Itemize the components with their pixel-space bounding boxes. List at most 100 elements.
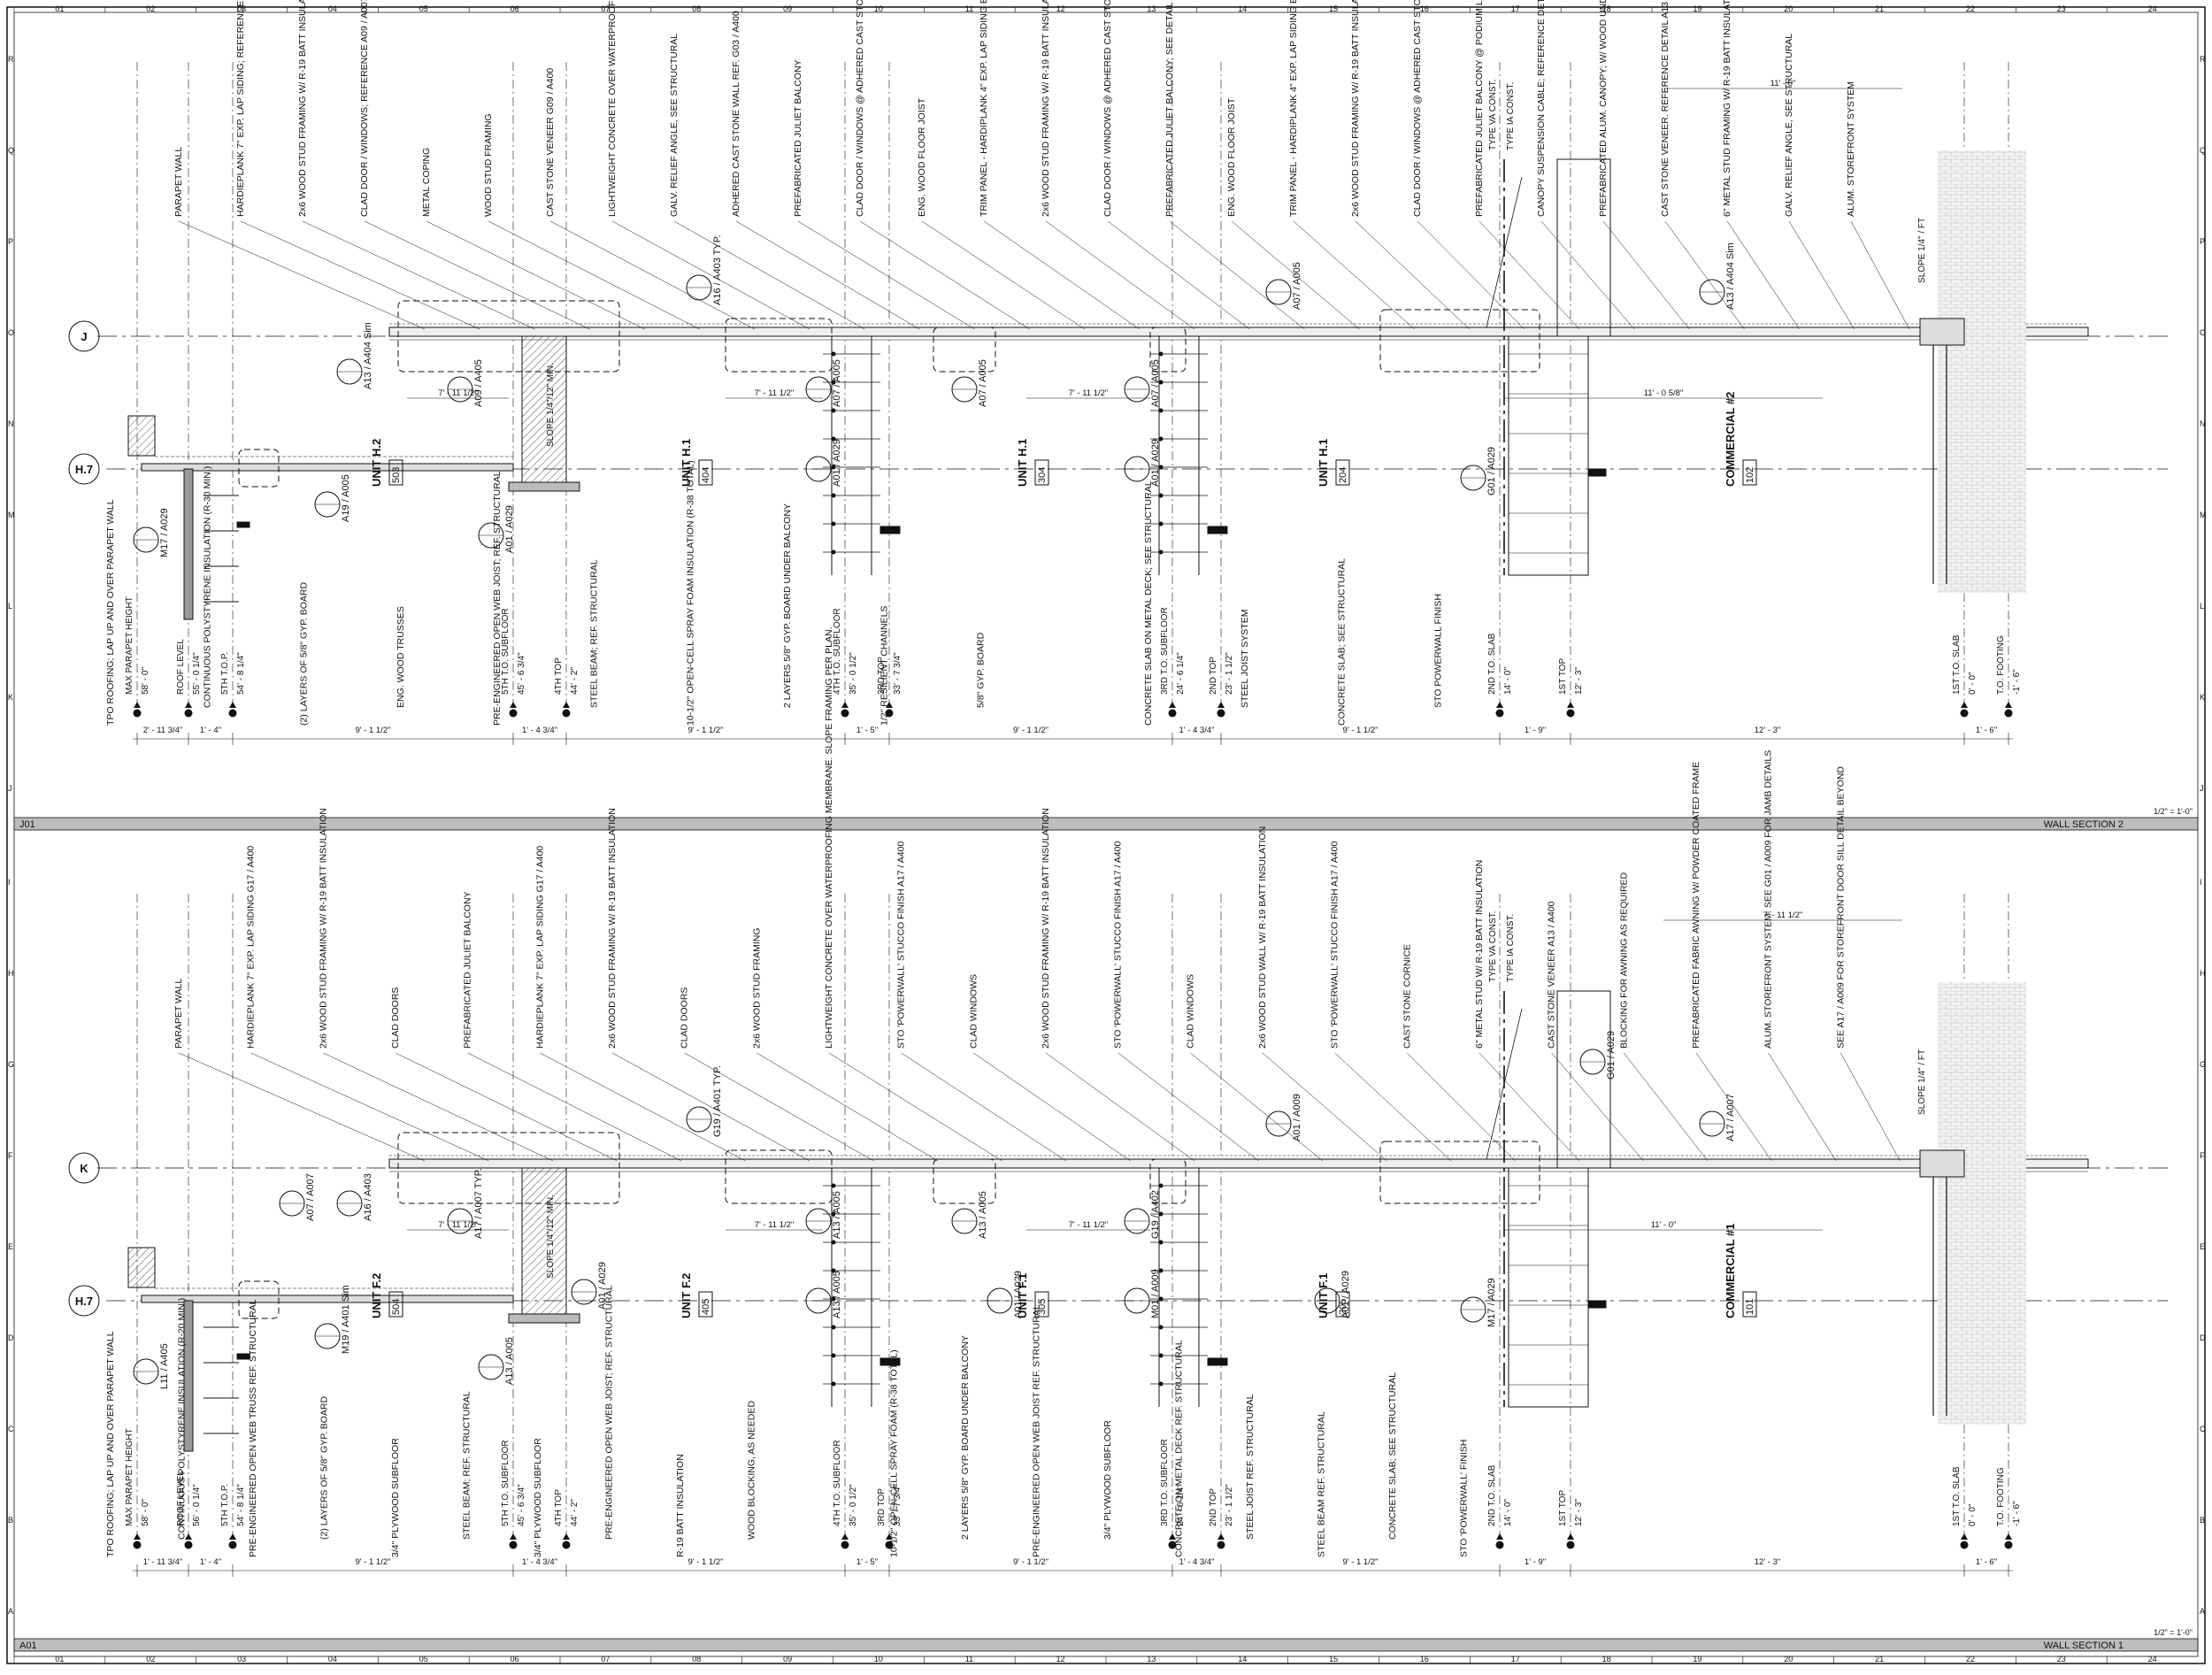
leader-line: [1850, 220, 1910, 330]
joist-anchor: [1158, 465, 1164, 470]
level-elevation: 35' - 0 1/2": [849, 1484, 858, 1526]
grid-column-label: 13: [1147, 1655, 1156, 1663]
unit-number-box: [1034, 1291, 1049, 1318]
callout-note: (2) LAYERS OF 5/8" GYP. BOARD: [299, 582, 310, 726]
leader-line: [1293, 220, 1415, 330]
leader-line: [1118, 1052, 1259, 1162]
unit-name: COMMERCIAL #2: [1724, 392, 1737, 487]
level-target: [1217, 1541, 1225, 1549]
grid-row-label: I: [2200, 878, 2202, 887]
sheet-code: A01: [19, 1640, 37, 1651]
level-marker: [2005, 702, 2012, 708]
unit-number-box: [1335, 1291, 1350, 1318]
level-name: MAX PARAPET HEIGHT: [125, 596, 134, 695]
leader-line: [1840, 1052, 1901, 1162]
grid-column-label: 09: [783, 1655, 792, 1663]
joist-anchor: [1158, 493, 1164, 498]
dimension-text: 1' - 9": [1525, 1557, 1546, 1567]
level-name: MAX PARAPET HEIGHT: [125, 1428, 134, 1526]
callout-note: STEEL BEAM; REF. STRUCTURAL: [588, 559, 599, 708]
callout-note: 2x6 WOOD STUD FRAMING: [751, 927, 762, 1049]
grid-column-label: 02: [146, 4, 155, 13]
section-tag-label: A01 / A029: [1340, 1271, 1351, 1318]
joist-anchor: [1158, 351, 1164, 357]
grid-row-label: Q: [8, 146, 14, 155]
level-target: [841, 709, 849, 718]
grid-row-label: B: [2200, 1516, 2205, 1525]
section-tag-label: M17 / A029: [1486, 1278, 1497, 1327]
grid-row-label: A: [8, 1607, 13, 1616]
callout-note: 3/4" PLYWOOD SUBFLOOR: [390, 1438, 401, 1557]
callout-note: CLAD DOOR / WINDOWS @ ADHERED CAST STONE…: [1102, 0, 1113, 217]
dimension-text: 9' - 1 1/2": [687, 1557, 723, 1567]
level-elevation: 54' - 8 1/4": [236, 1484, 246, 1526]
grid-row-label: P: [8, 237, 13, 246]
unit-name: UNIT H.1: [1317, 439, 1330, 487]
canopy-cable: [1486, 1008, 1523, 1160]
section-tag-label: A13 / A404 Sim: [363, 322, 373, 389]
level-target: [1168, 1541, 1177, 1549]
section-tag-label: M19 / A401 Sim: [341, 1285, 351, 1354]
section-tag-label: A07 / A007: [305, 1173, 316, 1221]
unit-number-box: [388, 1291, 403, 1318]
unit-number: 204: [1338, 467, 1348, 483]
section-tag-label: A13 / A404 Sim: [1725, 242, 1736, 310]
joist-anchor: [831, 1296, 836, 1302]
leader-line: [1479, 220, 1580, 330]
grid-column-label: 12: [1056, 4, 1065, 13]
construction-type-label: TYPE IA CONST.: [1506, 914, 1516, 982]
leader-line: [1262, 1052, 1387, 1162]
callout-note: WOOD STUD FRAMING: [483, 113, 494, 217]
level-marker: [886, 1533, 893, 1540]
leader-line: [973, 1052, 1131, 1162]
callout-note: R-19 BATT INSULATION: [675, 1454, 686, 1557]
callout-note: CAST STONE VENEER. REFERENCE DETAIL A13 …: [1660, 0, 1671, 217]
level-marker: [841, 1533, 849, 1540]
beam-section: [1207, 1357, 1228, 1366]
grid-row-label: G: [2200, 1060, 2206, 1069]
sheet-border: [6, 6, 2206, 1664]
level-marker: [1217, 1533, 1225, 1540]
joist-anchor: [831, 1353, 836, 1358]
callout-note: GALV. RELIEF ANGLE, SEE STRUCTURAL: [669, 34, 680, 217]
leader-line: [1695, 1052, 1772, 1162]
joist-anchor: [831, 1381, 836, 1387]
grid-column-label: 03: [237, 4, 246, 13]
joist-anchor: [831, 1325, 836, 1330]
joist-anchor: [1158, 436, 1164, 442]
leader-line: [1540, 220, 1635, 330]
grid-bubble-label: J: [81, 330, 87, 343]
callout-note: PREFABRICATED JULIET BALCONY @ PODIUM LE…: [1474, 0, 1485, 217]
callout-note: STO 'POWERWALL' STUCCO FINISH A17 / A400: [1113, 841, 1124, 1049]
grid-row-label: I: [8, 878, 11, 887]
section-tag-label: M17 / A029: [159, 508, 170, 557]
callout-note: CAST STONE VENEER G09 / A400: [545, 68, 556, 217]
level-name: 4TH TOP: [554, 1489, 564, 1526]
grid-column-label: 22: [1966, 4, 1975, 13]
unit-number: 304: [1037, 467, 1048, 483]
roof-deck: [141, 463, 514, 472]
level-target: [562, 709, 571, 718]
dimension-text: 9' - 1 1/2": [1342, 1557, 1378, 1567]
callout-note: CLAD WINDOWS: [1185, 974, 1195, 1049]
grid-column-label: 20: [1784, 4, 1793, 13]
callout-note: TRIM PANEL - HARDIPLANK 4" EXP. LAP SIDI…: [1288, 0, 1299, 217]
level-marker: [134, 702, 141, 708]
level-name: 1ST T.O. SLAB: [1952, 1466, 1962, 1526]
leader-line: [1768, 1052, 1837, 1162]
grid-bubble-label: H.7: [75, 1295, 93, 1308]
detail-callout-box: [238, 1280, 280, 1319]
level-elevation: 33' - 7 3/4": [893, 652, 902, 695]
section-tag-label: A13 / A005: [832, 1191, 842, 1239]
grid-column-label: 01: [55, 1655, 64, 1663]
section-tag-label: A07 / A005: [832, 359, 842, 407]
grid-column-label: 24: [2148, 4, 2157, 13]
section-tag-label: A01 / A029: [832, 439, 842, 487]
grid-column-label: 08: [692, 4, 701, 13]
grid-column-label: 11: [965, 4, 973, 13]
grid-column-label: 10: [874, 1655, 883, 1663]
level-elevation: 44' - 2": [570, 1499, 580, 1526]
section-tag-label: A01 / A029: [1013, 1271, 1024, 1318]
grid-row-label: H: [8, 969, 14, 978]
